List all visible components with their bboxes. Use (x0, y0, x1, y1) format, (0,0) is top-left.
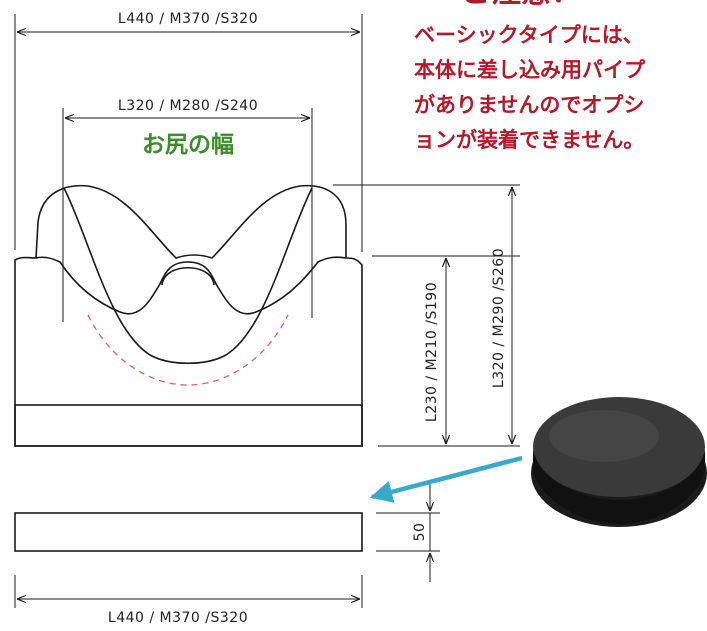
base-pad-photo (531, 397, 707, 527)
cushion-center-bump (161, 266, 215, 286)
base-pad-side (533, 450, 705, 524)
seat-width-label: L320 / M280 /S240 (118, 98, 258, 114)
notice-block: ご注意！ ベーシックタイプには、 本体に差し込み用パイプ がありませんのでオプシ… (414, 0, 646, 152)
notice-line-2: 本体に差し込み用パイプ (414, 58, 646, 82)
base-pad-highlight (549, 410, 659, 462)
cushion-outline (14, 184, 363, 447)
notice-line-3: がありませんのでオプシ (414, 93, 644, 117)
top-width-label: L440 / M370 /S320 (118, 11, 258, 27)
bottom-width-dimension: L440 / M370 /S320 (14, 575, 363, 626)
overall-height-label: L320 / M290 /S260 (491, 248, 507, 388)
overall-height-dimension: L320 / M290 /S260 (372, 187, 520, 447)
cushion-seat-bowl (63, 187, 313, 365)
cushion-body (14, 184, 520, 447)
notice-line-4: ョンが装着できません。 (414, 128, 644, 152)
base-thickness-label: 50 (412, 523, 428, 542)
base-thickness-dimension: 50 (376, 482, 440, 582)
base-pointer-arrow (369, 455, 523, 503)
notice-line-1: ベーシックタイプには、 (414, 23, 644, 47)
seat-width-caption: お尻の幅 (142, 132, 234, 158)
seat-width-dimension: L320 / M280 /S240 (62, 98, 313, 322)
top-width-dimension: L440 / M370 /S320 (14, 11, 363, 252)
base-board (14, 512, 363, 552)
bottom-width-label: L440 / M370 /S320 (108, 610, 248, 626)
body-height-label: L230 / M210 /S190 (424, 282, 440, 422)
notice-heading: ご注意！ (461, 0, 581, 10)
cushion-inner-contour (35, 256, 347, 315)
cushion-base-lower (14, 404, 363, 447)
body-height-dimension: L230 / M210 /S190 (424, 258, 446, 444)
seat-depth-dashed-curve (87, 314, 289, 386)
